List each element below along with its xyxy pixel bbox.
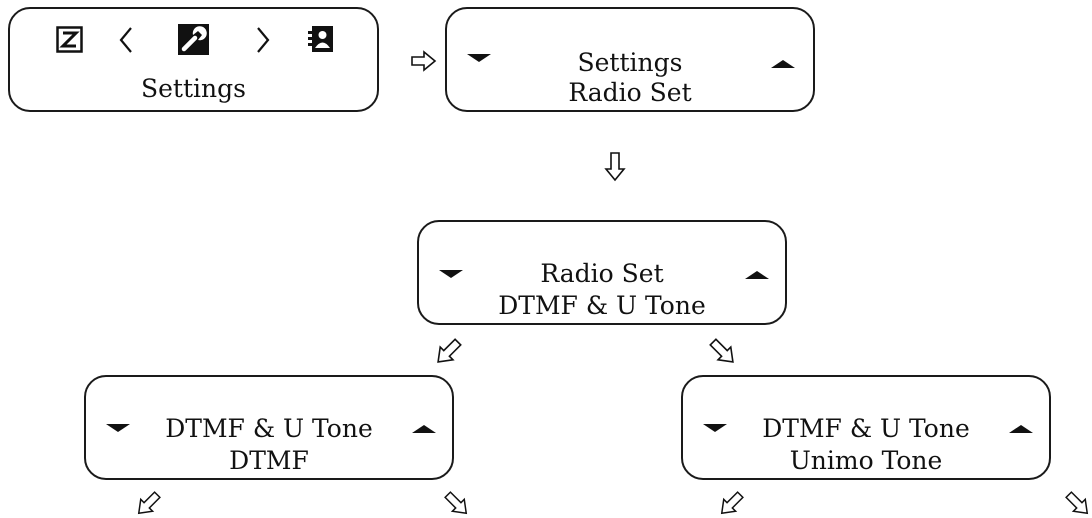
up-arrow-icon	[1009, 425, 1033, 433]
arrow-down-left-icon	[137, 491, 161, 515]
dtmf-screen: DTMF & U Tone DTMF	[84, 375, 454, 480]
screen-line-1: DTMF & U Tone	[165, 414, 373, 443]
settings-menu-screen: Settings	[8, 7, 379, 112]
up-arrow-icon	[412, 425, 436, 433]
settings-radio-set-screen: Settings Radio Set	[445, 7, 815, 112]
down-arrow-icon	[439, 270, 463, 278]
arrow-down-right-icon	[1065, 491, 1089, 515]
arrow-down-left-icon	[437, 338, 462, 363]
down-arrow-icon	[703, 424, 727, 432]
screen-line-1: Settings	[577, 48, 683, 77]
screen-line-2: Radio Set	[568, 78, 692, 107]
screen-line-2: DTMF & U Tone	[498, 291, 706, 320]
screen-line-1: Radio Set	[540, 259, 664, 288]
screen-line-2: Unimo Tone	[789, 446, 943, 475]
down-arrow-icon	[106, 424, 130, 432]
arrow-down-right-icon	[444, 491, 468, 515]
chevron-right-icon	[257, 27, 270, 53]
up-arrow-icon	[745, 271, 769, 279]
arrow-right-icon	[411, 50, 437, 72]
arrow-down-right-icon	[709, 338, 734, 363]
arrow-down-left-icon	[720, 491, 744, 515]
up-arrow-icon	[771, 60, 795, 68]
radio-set-dtmf-screen: Radio Set DTMF & U Tone	[417, 220, 787, 325]
arrow-down-icon	[604, 152, 626, 182]
z-icon	[56, 26, 83, 53]
contacts-icon	[308, 26, 333, 52]
wrench-icon	[178, 24, 209, 55]
unimo-tone-screen: DTMF & U Tone Unimo Tone	[681, 375, 1051, 480]
screen-line-2: DTMF	[229, 446, 309, 475]
screen-line-1: DTMF & U Tone	[762, 414, 970, 443]
chevron-left-icon	[119, 27, 132, 53]
menu-label: Settings	[141, 74, 246, 103]
down-arrow-icon	[467, 54, 491, 62]
